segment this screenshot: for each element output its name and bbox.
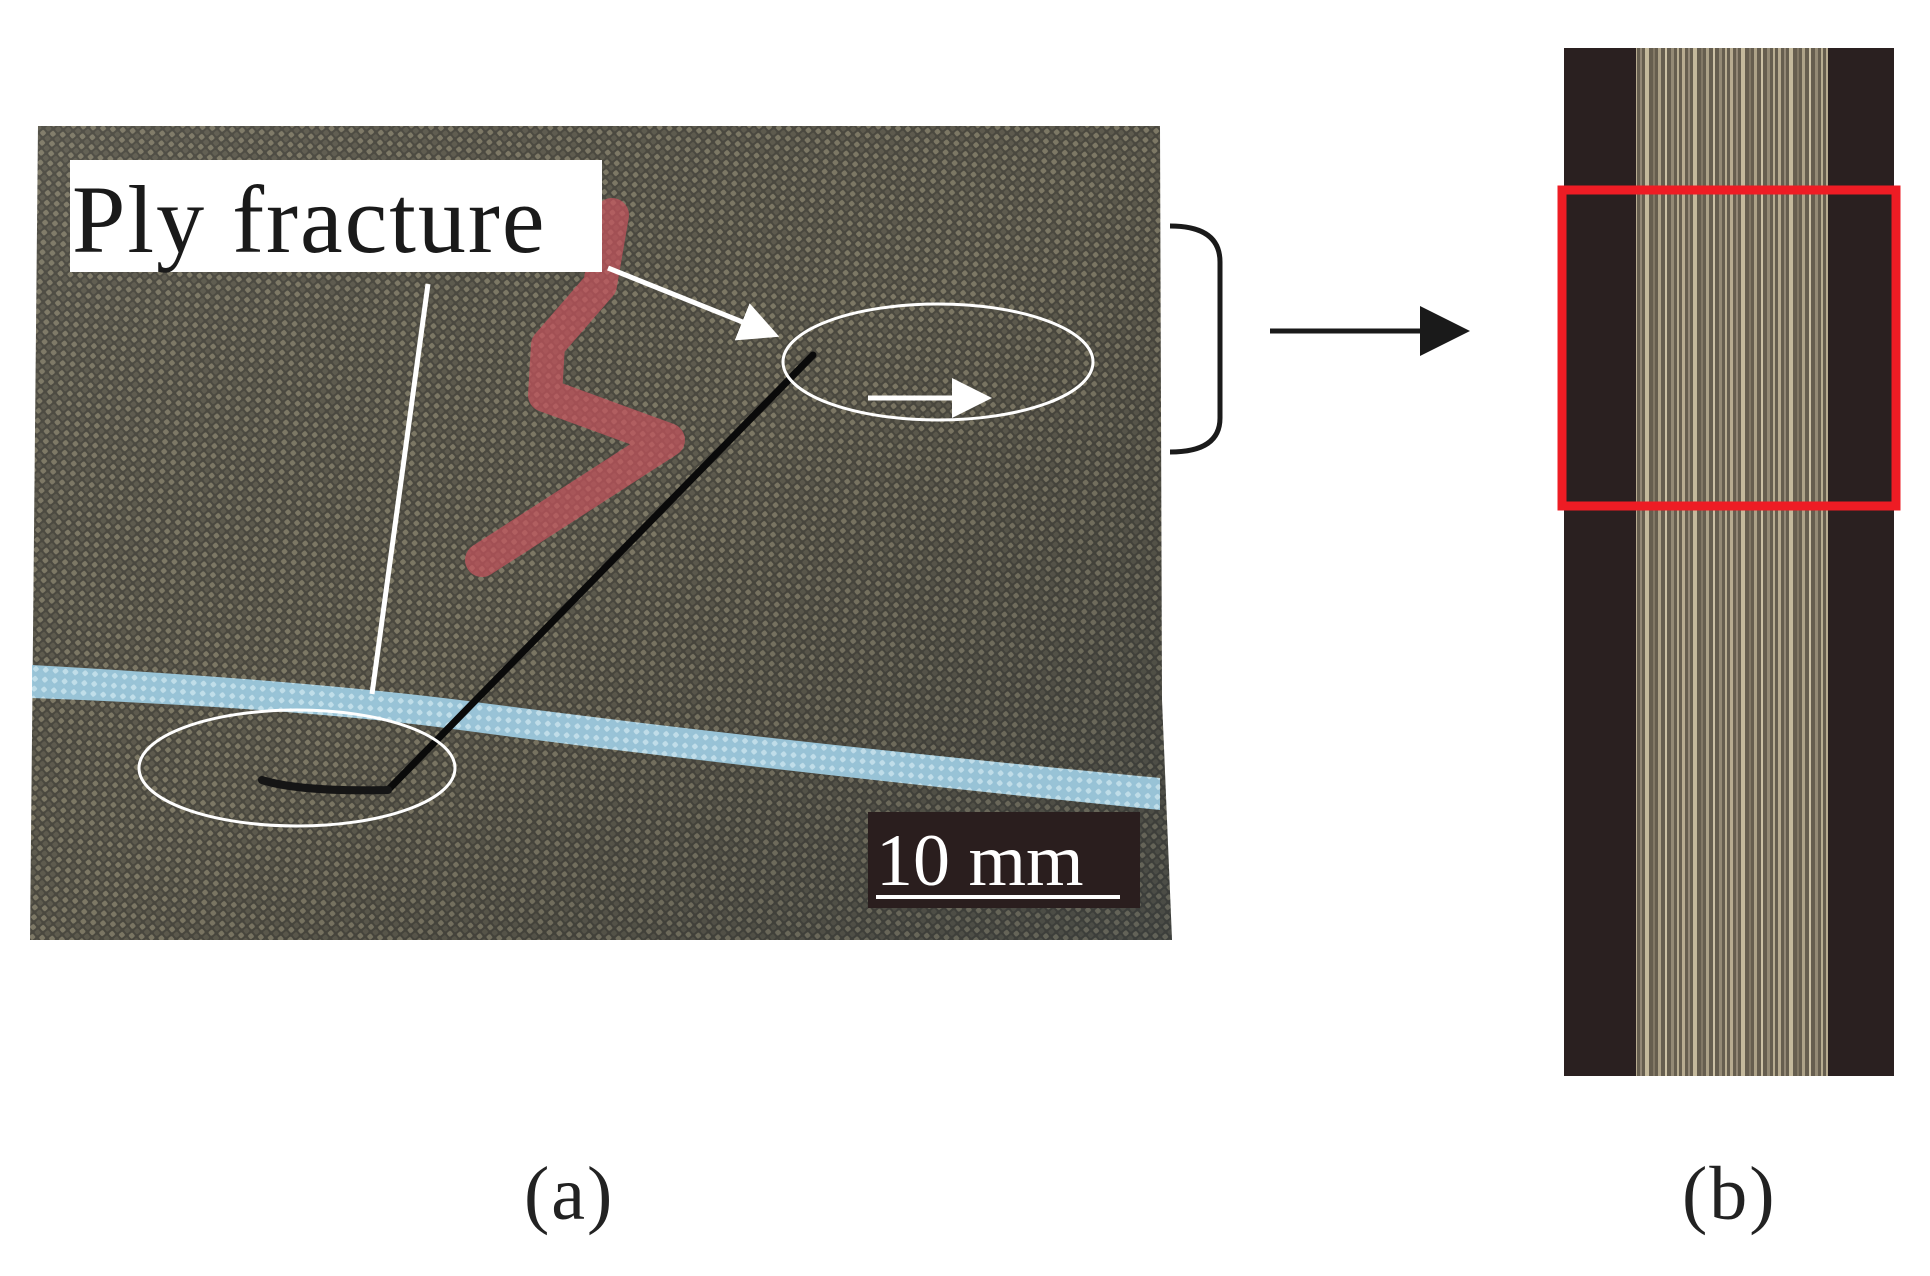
section-bracket — [1169, 223, 1223, 455]
fracture-ellipse-upper — [781, 302, 1095, 422]
panel-a: Ply fracture 10 mm — [30, 126, 1223, 940]
fiber-core-light-band — [1636, 48, 1828, 1076]
ply-crack-line — [384, 351, 817, 794]
ply-fracture-label: Ply fracture — [72, 166, 546, 273]
fracture-ellipse-lower — [137, 708, 457, 828]
scale-bar-label: 10 mm — [876, 820, 1084, 902]
pink-marker-stroke — [465, 198, 685, 577]
highlighted-region-box — [1557, 185, 1901, 511]
cross-section-fiber-core — [1636, 48, 1828, 1076]
ply-fracture-label-box — [70, 160, 602, 272]
crack-lower-kink — [258, 776, 392, 795]
blue-marker-band — [32, 665, 1160, 810]
fabric-shading — [30, 126, 1172, 940]
scale-bar-box — [868, 812, 1140, 908]
caption-panel-a: (a) — [524, 1152, 615, 1236]
panel-b — [1557, 48, 1901, 1076]
caption-panel-b: (b) — [1682, 1152, 1777, 1236]
leader-line-upper — [607, 265, 780, 341]
leader-line-lower — [369, 283, 431, 695]
